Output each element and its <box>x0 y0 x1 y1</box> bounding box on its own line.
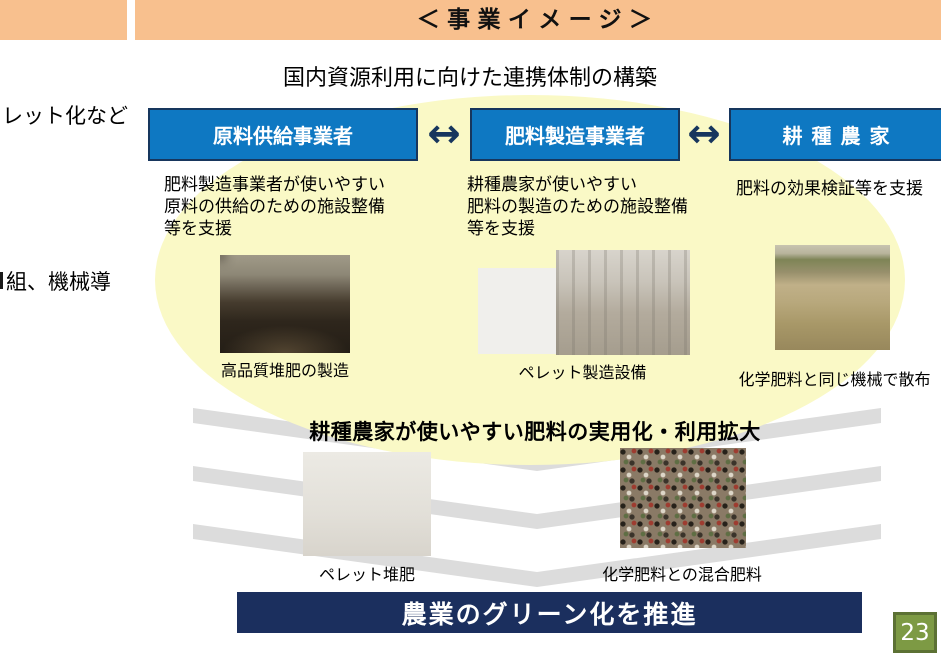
chain-box-raw-material-supplier: 原料供給事業者 <box>148 108 418 161</box>
double-arrow-icon: ↔ <box>427 111 461 157</box>
photo-caption-tractor: 化学肥料と同じ機械で散布 <box>738 370 931 389</box>
header-bar: ＜事業イメージ＞ <box>135 0 941 40</box>
chain-box-label: 原料供給事業者 <box>213 124 353 148</box>
flow-chevron-2 <box>193 466 881 529</box>
photo-caption-mixed-fertilizer: 化学肥料との混合肥料 <box>602 565 762 584</box>
bottom-banner: 農業のグリーン化を推進 <box>237 592 862 633</box>
photo-caption-pellet-compost: ペレット堆肥 <box>318 565 415 584</box>
double-arrow-icon: ↔ <box>687 111 721 157</box>
photo-caption-compost: 高品質堆肥の製造 <box>220 361 349 380</box>
chain-box-label: 耕種農家 <box>782 124 899 148</box>
page-title: ＜事業イメージ＞ <box>416 7 660 33</box>
photo-tractor-spreading <box>775 245 890 350</box>
chain-box-crop-farmer: 耕種農家 <box>729 108 941 161</box>
left-cutoff-text-middle: 組、機械導 <box>6 270 111 294</box>
manufacturer-support-description: 耕種農家が使いやすい 肥料の製造のための施設整備 等を支援 <box>467 175 688 239</box>
bottom-banner-label: 農業のグリーン化を推進 <box>401 599 698 629</box>
left-cutoff-glyph-fragment <box>0 272 3 289</box>
photo-compost-facility <box>220 255 350 353</box>
photo-pellet-plant <box>556 250 690 355</box>
supplier-support-description: 肥料製造事業者が使いやすい 原料の供給のための施設整備 等を支援 <box>164 175 385 239</box>
photo-pellet-machine <box>478 268 562 354</box>
photo-caption-pellet-plant: ペレット製造設備 <box>518 363 647 382</box>
farmer-support-description: 肥料の効果検証等を支援 <box>736 179 923 199</box>
section-subtitle: 国内資源利用に向けた連携体制の構築 <box>282 66 657 91</box>
photo-mixed-fertilizer <box>620 448 746 548</box>
left-cutoff-text-top: レット化など <box>2 104 128 128</box>
chain-box-label: 肥料製造事業者 <box>505 124 645 148</box>
page-number-badge: 23 <box>893 612 937 653</box>
photo-pellet-compost-hands <box>303 452 431 556</box>
header-left-block <box>0 0 127 40</box>
flow-headline: 耕種農家が使いやすい肥料の実用化・利用拡大 <box>309 420 761 444</box>
chain-box-fertilizer-manufacturer: 肥料製造事業者 <box>470 108 680 161</box>
